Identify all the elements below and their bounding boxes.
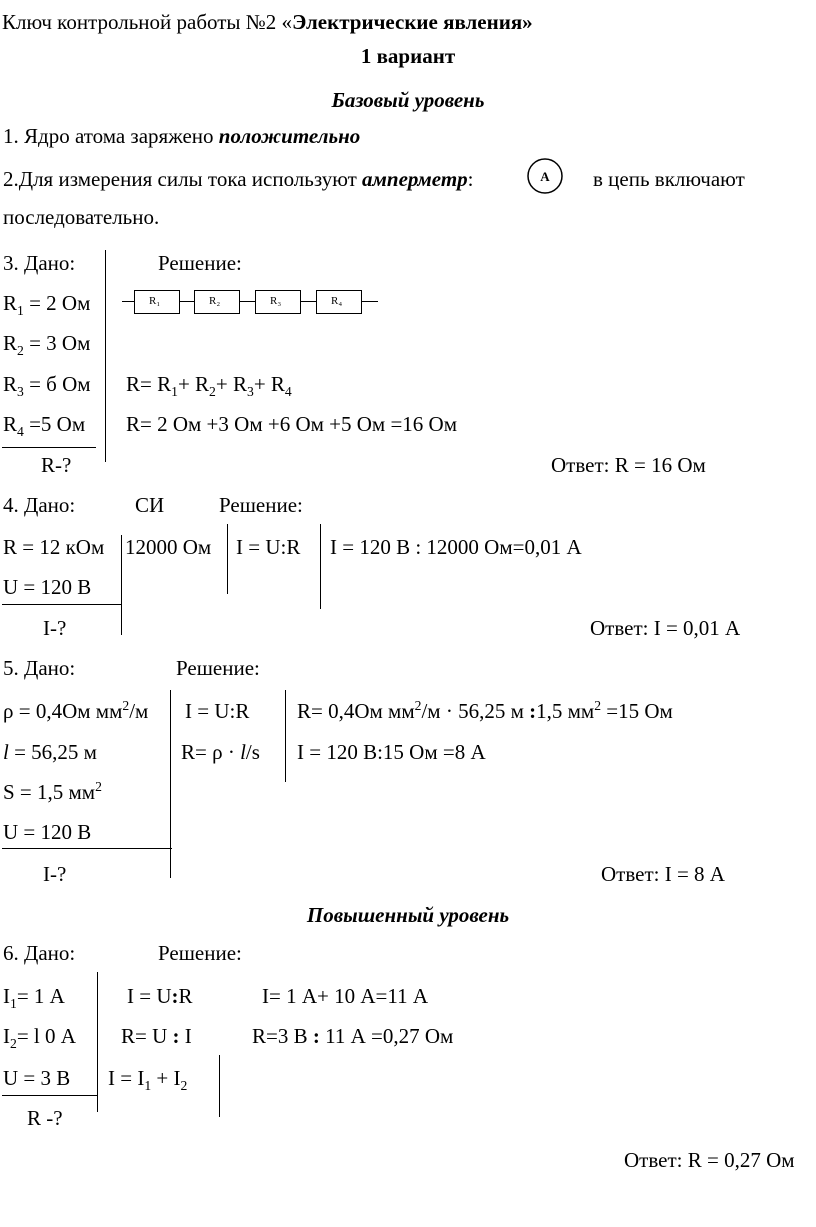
q3-find: R-? bbox=[41, 453, 72, 477]
variant-heading: 1 вариант bbox=[360, 44, 456, 68]
q6-u: U = 3 В bbox=[3, 1066, 71, 1090]
q3-given-r4: R4 =5 Ом bbox=[3, 412, 86, 440]
q4-divider-2 bbox=[227, 524, 228, 594]
q6-formula-2: R= U : I bbox=[121, 1024, 192, 1048]
q6-i2: I2= l 0 А bbox=[3, 1024, 76, 1052]
q2-colon: : bbox=[467, 167, 474, 191]
q3-answer: Ответ: R = 16 Ом bbox=[551, 453, 706, 477]
q5-u: U = 120 В bbox=[3, 820, 92, 844]
q6-formula-1: I = U:R bbox=[127, 984, 193, 1008]
q4-find: I-? bbox=[43, 616, 67, 640]
q4-given-divider bbox=[2, 604, 122, 605]
resistor-r3: R₃ bbox=[255, 290, 301, 314]
q4-r-si: 12000 Ом bbox=[125, 535, 212, 559]
q3-calc: R= 2 Ом +3 Ом +6 Ом +5 Ом =16 Ом bbox=[126, 412, 457, 436]
q4-si: СИ bbox=[135, 493, 165, 517]
q3-given-r1: R1 = 2 Ом bbox=[3, 291, 91, 319]
q4-reshenie: Решение: bbox=[219, 493, 303, 517]
circuit-wire bbox=[122, 301, 378, 302]
q5-find: I-? bbox=[43, 862, 67, 886]
q2-text: 2.Для измерения силы тока используют bbox=[3, 167, 363, 191]
title-prefix: Ключ контрольной работы №2 « bbox=[2, 10, 293, 34]
question-2: 2.Для измерения силы тока используют амп… bbox=[3, 169, 474, 190]
ammeter-symbol: A bbox=[540, 169, 550, 184]
q1-answer: положительно bbox=[218, 124, 361, 148]
q4-formula: I = U:R bbox=[236, 535, 301, 559]
q3-dano: 3. Дано: bbox=[3, 251, 76, 275]
question-1: 1. Ядро атома заряжено положительно bbox=[3, 126, 360, 147]
q2-answer: амперметр bbox=[362, 167, 468, 191]
q3-given-divider bbox=[2, 447, 96, 448]
q4-answer: Ответ: I = 0,01 А bbox=[590, 616, 741, 640]
q5-calc-2: I = 120 В:15 Ом =8 А bbox=[297, 740, 486, 764]
q6-divider-2 bbox=[219, 1055, 220, 1117]
q6-calc-1: I= 1 А+ 10 А=11 А bbox=[262, 984, 428, 1008]
q6-find: R -? bbox=[27, 1106, 63, 1130]
q3-given-r2: R2 = 3 Ом bbox=[3, 331, 91, 359]
q5-s: S = 1,5 мм2 bbox=[3, 779, 102, 804]
q5-rho: ρ = 0,4Ом мм2/м bbox=[3, 698, 149, 723]
advanced-level-heading: Повышенный уровень bbox=[306, 903, 510, 927]
q5-dano: 5. Дано: bbox=[3, 656, 76, 680]
resistor-r4: R₄ bbox=[316, 290, 362, 314]
ammeter-icon: A bbox=[527, 158, 563, 194]
q3-given-r3: R3 = б Ом bbox=[3, 372, 91, 400]
q6-formula-3: I = I1 + I2 bbox=[108, 1066, 188, 1094]
q5-reshenie: Решение: bbox=[176, 656, 260, 680]
q4-divider-1 bbox=[121, 535, 122, 635]
q4-dano: 4. Дано: bbox=[3, 493, 76, 517]
q5-given-divider bbox=[2, 848, 172, 849]
q4-calc: I = 120 В : 12000 Ом=0,01 А bbox=[330, 535, 582, 559]
q1-text: 1. Ядро атома заряжено bbox=[3, 124, 219, 148]
q6-divider-1 bbox=[97, 972, 98, 1112]
q2-after-text: в цепь включают bbox=[593, 167, 745, 191]
q3-divider bbox=[105, 250, 106, 462]
q6-calc-2: R=3 В : 11 А =0,27 Ом bbox=[252, 1024, 454, 1048]
q3-reshenie: Решение: bbox=[158, 251, 242, 275]
q2-line2: последовательно. bbox=[3, 205, 160, 229]
q4-u-given: U = 120 В bbox=[3, 575, 92, 599]
resistor-r2: R₂ bbox=[194, 290, 240, 314]
q5-formula-2: R= ρ · l/s bbox=[181, 740, 260, 764]
q4-r-given: R = 12 кОм bbox=[3, 535, 105, 559]
q6-i1: I1= 1 А bbox=[3, 984, 65, 1012]
q5-calc-1: R= 0,4Ом мм2/м · 56,25 м :1,5 мм2 =15 Ом bbox=[297, 698, 673, 723]
q6-answer: Ответ: R = 0,27 Ом bbox=[624, 1148, 795, 1172]
q5-answer: Ответ: I = 8 А bbox=[601, 862, 725, 886]
document-title: Ключ контрольной работы №2 «Электрически… bbox=[2, 12, 533, 33]
q5-l: l = 56,25 м bbox=[3, 740, 97, 764]
title-topic: Электрические явления» bbox=[292, 10, 533, 34]
q6-given-divider bbox=[2, 1095, 98, 1096]
q5-divider-2 bbox=[285, 690, 286, 782]
q3-formula: R= R1+ R2+ R3+ R4 bbox=[126, 372, 292, 400]
basic-level-heading: Базовый уровень bbox=[331, 88, 485, 112]
ammeter-circle bbox=[527, 158, 563, 194]
q5-divider-1 bbox=[170, 690, 171, 878]
q4-divider-3 bbox=[320, 524, 321, 609]
q6-reshenie: Решение: bbox=[158, 941, 242, 965]
q5-formula-1: I = U:R bbox=[185, 699, 250, 723]
q6-dano: 6. Дано: bbox=[3, 941, 76, 965]
resistor-r1: R₁ bbox=[134, 290, 180, 314]
